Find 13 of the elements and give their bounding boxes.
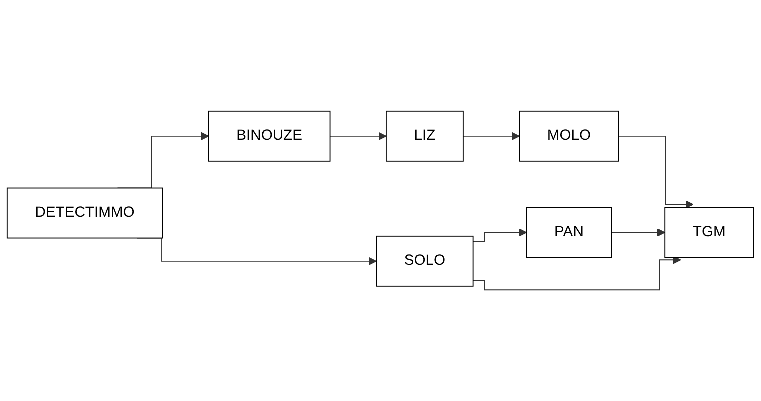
arrow [611,228,666,237]
arrow [330,132,387,140]
node-box: SOLO [376,236,474,287]
arrow [618,136,694,208]
arrow [472,228,528,242]
node-box: MOLO [519,110,620,162]
node-box: BINOUZE [208,110,331,162]
arrow [472,256,682,290]
node-box: PAN [526,206,612,258]
node-box: DETECTIMMO [6,188,164,238]
node-box: TGM [664,206,754,258]
node-box: LIZ [386,110,464,162]
arrow [462,132,520,140]
